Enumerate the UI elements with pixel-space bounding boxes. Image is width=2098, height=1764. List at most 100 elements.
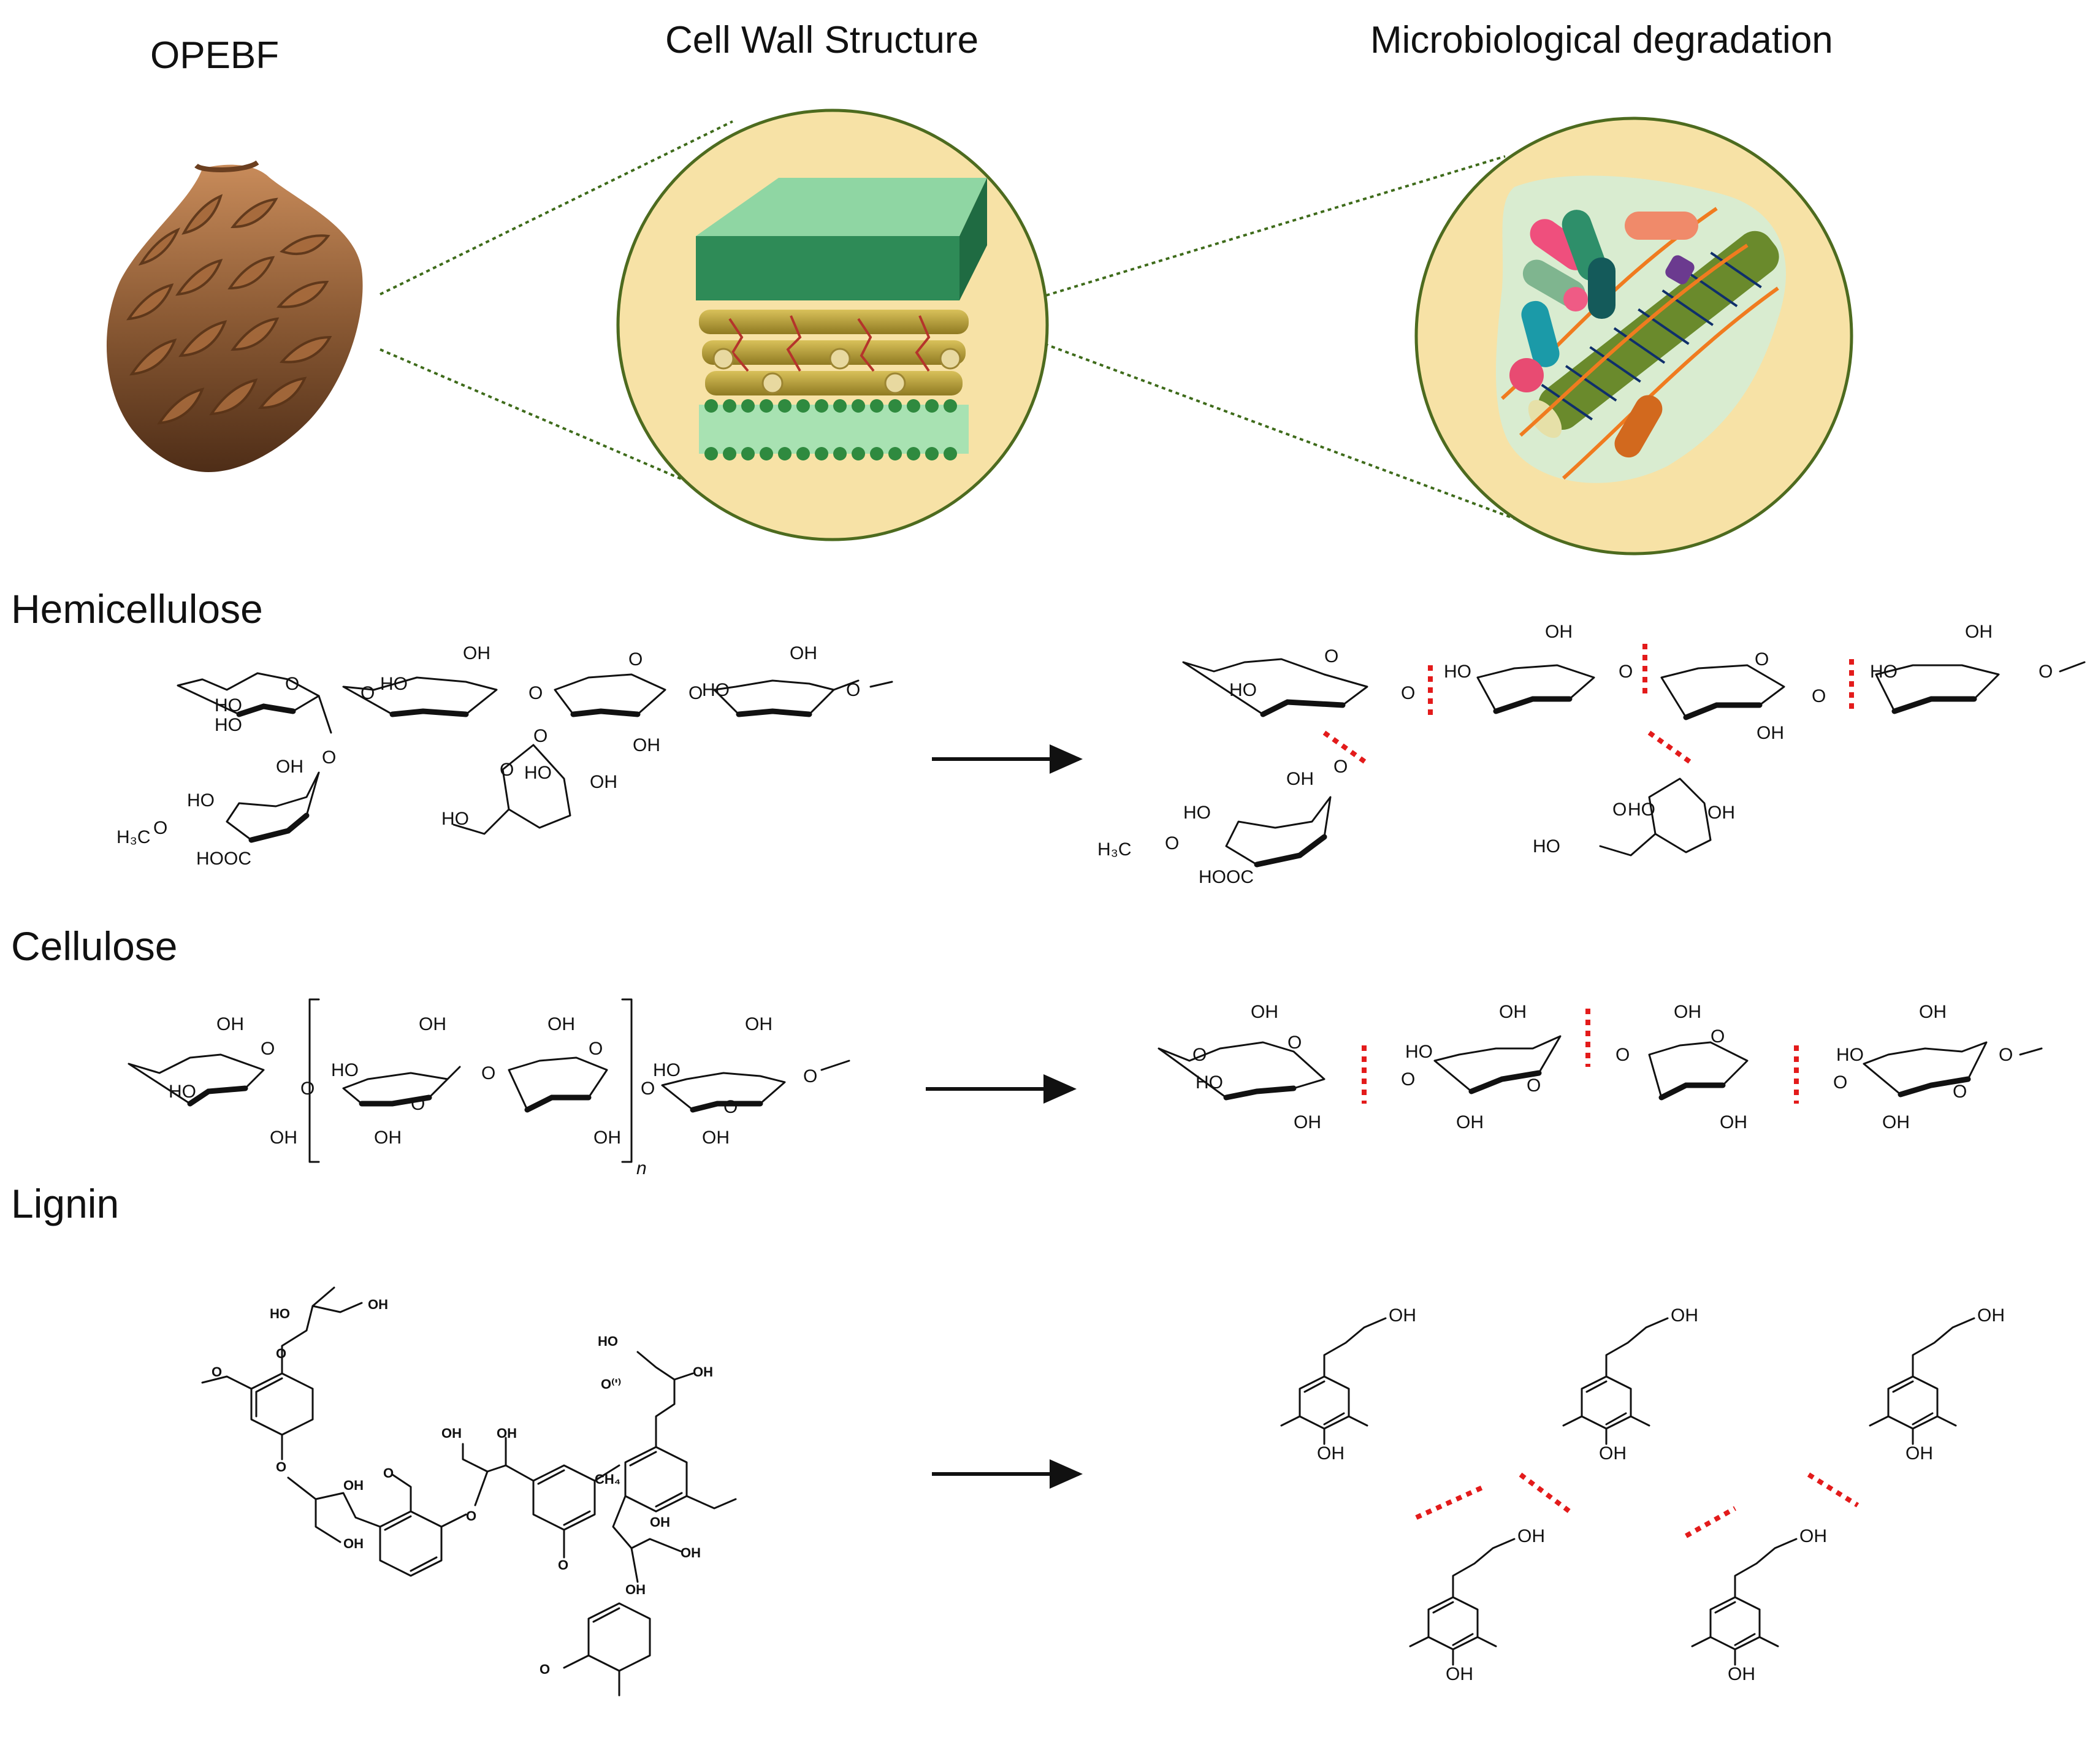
label-o: O bbox=[723, 1097, 738, 1117]
label-o: O bbox=[1401, 683, 1415, 703]
label-oh: OH bbox=[1545, 622, 1573, 642]
label-ho: HO bbox=[1405, 1042, 1433, 1062]
label-o: O bbox=[1953, 1082, 1967, 1102]
label-ho: HO bbox=[270, 1306, 290, 1321]
label-ho: HO bbox=[1870, 662, 1898, 682]
label-o: O bbox=[1333, 757, 1348, 777]
label-oh: OH bbox=[1317, 1443, 1345, 1464]
label-oh: OH bbox=[1728, 1664, 1755, 1684]
cellulose-products: OH O O HO OH HO OH O O OH OH O O OH HO O… bbox=[1158, 1002, 2043, 1132]
label-o: O bbox=[1192, 1045, 1207, 1065]
label-oh: OH bbox=[650, 1514, 670, 1530]
label-oh: OH bbox=[1389, 1305, 1416, 1326]
label-oh: OH bbox=[745, 1014, 772, 1034]
label-o: O bbox=[558, 1557, 568, 1573]
label-o: O bbox=[212, 1364, 222, 1380]
label-oh: OH bbox=[419, 1014, 446, 1034]
label-oh: OH bbox=[1446, 1664, 1473, 1684]
label-oh: OH bbox=[590, 772, 617, 792]
label-o: O bbox=[300, 1079, 315, 1099]
label-ho: HO bbox=[215, 715, 242, 735]
label-o: O bbox=[276, 1346, 286, 1361]
palm-fruit-bunch-icon bbox=[106, 160, 363, 472]
label-cooh: HOOC bbox=[1199, 867, 1254, 887]
section-cellulose: Cellulose bbox=[11, 923, 178, 969]
label-o: O bbox=[1401, 1069, 1415, 1090]
label-o: O bbox=[641, 1079, 655, 1099]
label-ho: HO bbox=[702, 680, 730, 700]
label-o: O bbox=[540, 1662, 550, 1677]
label-o: O bbox=[1812, 686, 1826, 706]
label-o: O bbox=[689, 683, 703, 703]
label-ho: HO bbox=[1533, 836, 1560, 857]
label-cooh: HOOC bbox=[196, 849, 251, 869]
label-o: O bbox=[1999, 1045, 2013, 1065]
microbes-degrading-fiber-icon bbox=[1414, 116, 1853, 556]
label-o: O bbox=[528, 683, 543, 703]
section-lignin: Lignin bbox=[11, 1181, 120, 1226]
label-ho: HO bbox=[1183, 803, 1211, 823]
label-oh: OH bbox=[1286, 769, 1314, 789]
label-oh: OH bbox=[790, 643, 817, 663]
label-ch4: CH₄ bbox=[595, 1472, 620, 1487]
label-methyl: H₃C bbox=[1097, 839, 1132, 860]
label-oh: OH bbox=[1499, 1002, 1527, 1022]
label-ho: HO bbox=[1196, 1072, 1223, 1093]
label-o: O bbox=[1287, 1033, 1302, 1053]
label-o: O bbox=[1324, 646, 1338, 666]
label-o: O bbox=[466, 1508, 476, 1524]
heading-microbiological-degradation: Microbiological degradation bbox=[1370, 19, 1833, 61]
hemicellulose-products: O HO O HO OH O O O OH HO OH O O OH HO O … bbox=[1097, 622, 2086, 887]
label-o: O bbox=[500, 760, 514, 780]
label-oh: OH bbox=[1799, 1526, 1827, 1546]
label-oh: OH bbox=[1977, 1305, 2005, 1326]
cellulose-structure: OH O HO OH O n HO OH O OH O OH O OH O HO… bbox=[128, 998, 850, 1178]
cleavage-mark-icon bbox=[1519, 1472, 1571, 1514]
label-oh: OH bbox=[1707, 803, 1735, 823]
hemicellulose-structure: O HO HO O HO OH O O OH O HO OH O O OH HO… bbox=[116, 643, 893, 869]
label-oh: OH bbox=[497, 1426, 517, 1441]
cell-wall-layers-icon bbox=[616, 109, 1049, 541]
label-oh: OH bbox=[343, 1536, 364, 1551]
label-oh: OH bbox=[681, 1545, 701, 1560]
label-oh: OH bbox=[1720, 1112, 1747, 1132]
label-o: O bbox=[1527, 1075, 1541, 1096]
label-ho: HO bbox=[1229, 680, 1257, 700]
label-oh: OH bbox=[625, 1582, 646, 1597]
label-o: O bbox=[411, 1094, 425, 1114]
cleavage-mark-icon bbox=[1685, 1506, 1736, 1538]
heading-opebf: OPEBF bbox=[150, 34, 280, 77]
label-o: O bbox=[846, 680, 860, 700]
lignin-structure: O O HO OH O OH OH O O OH OH O CH₄ HO O⁽ʹ… bbox=[201, 1286, 737, 1697]
label-o: O bbox=[1165, 833, 1179, 853]
label-oh: OH bbox=[1599, 1443, 1627, 1464]
label-oh: OH bbox=[1905, 1443, 1933, 1464]
heading-cell-wall-structure: Cell Wall Structure bbox=[665, 19, 979, 61]
label-o: O bbox=[261, 1039, 275, 1059]
label-ho: HO bbox=[441, 809, 469, 829]
label-ho: HO bbox=[1444, 662, 1471, 682]
zoom-lines bbox=[380, 120, 1552, 533]
label-oh: OH bbox=[441, 1426, 462, 1441]
cleavage-mark-icon bbox=[1415, 1484, 1485, 1520]
cleavage-mark-icon bbox=[1647, 730, 1694, 766]
label-ho: HO bbox=[1836, 1045, 1864, 1065]
cleavage-mark-icon bbox=[1322, 730, 1369, 766]
label-oh: OH bbox=[702, 1128, 730, 1148]
label-o: O bbox=[628, 649, 643, 670]
label-o: O bbox=[276, 1459, 286, 1475]
label-ho: HO bbox=[380, 674, 408, 694]
label-oh: OH bbox=[1294, 1112, 1321, 1132]
label-oh: OH bbox=[693, 1364, 713, 1380]
label-ho: HO bbox=[169, 1082, 196, 1102]
label-oh: OH bbox=[270, 1128, 297, 1148]
label-oh: OH bbox=[368, 1297, 388, 1312]
label-oh: OH bbox=[1757, 723, 1784, 743]
label-o: O bbox=[322, 747, 336, 768]
label-ho: HO bbox=[1628, 800, 1655, 820]
label-ho: HO bbox=[524, 763, 552, 783]
label-ho: HO bbox=[653, 1060, 681, 1080]
cleavage-mark-icon bbox=[1807, 1472, 1860, 1508]
label-o: O bbox=[1619, 662, 1633, 682]
